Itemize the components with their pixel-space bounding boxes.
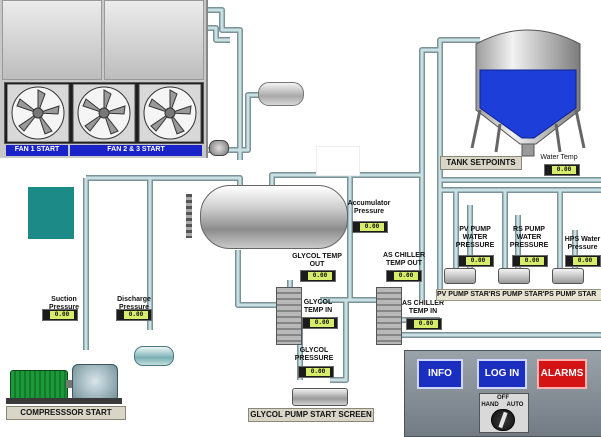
as-chiller-temp-in-value: 0.00 — [414, 320, 438, 328]
receiver-cylinder — [258, 82, 304, 106]
discharge-pressure-value: 0.00 — [124, 311, 148, 319]
pv-pump-pressure-readout: 0.00 — [458, 255, 494, 267]
glycol-pump-icon — [292, 388, 348, 406]
glycol-temp-out-value: 0.00 — [308, 272, 332, 280]
glycol-temp-out-label: GLYCOL TEMP OUT — [292, 253, 342, 268]
suction-pressure-readout: 0.00 — [42, 309, 78, 321]
water-temp-value: 0.00 — [552, 166, 576, 174]
compressor-base — [6, 398, 122, 404]
pv-pump-icon — [444, 268, 476, 284]
glycol-pump-start-screen-button[interactable]: GLYCOL PUMP START SCREEN — [248, 408, 374, 422]
rs-pump-pressure-value: 0.00 — [520, 257, 544, 265]
glycol-heat-exchanger — [276, 287, 302, 345]
water-temp-readout: 0.00 — [544, 164, 580, 176]
accumulator-vessel[interactable] — [200, 185, 348, 249]
fan-1-start-button[interactable]: FAN 1 START — [6, 145, 68, 156]
fan-2-3-start-button[interactable]: FAN 2 & 3 START — [70, 145, 202, 156]
glycol-pressure-label: GLYCOL PRESSURE — [294, 347, 334, 362]
hps-pump-icon — [552, 268, 584, 284]
as-chiller-temp-out-value: 0.00 — [394, 272, 418, 280]
hps-pump-pressure-value: 0.00 — [573, 257, 597, 265]
as-chiller-temp-out-label: AS CHILLER TEMP OUT — [383, 252, 425, 267]
switch-auto-label: AUTO — [506, 402, 524, 408]
hand-off-auto-selector[interactable] — [491, 409, 515, 431]
rs-pump-pressure-label: RS PUMP WATER PRESSURE — [509, 226, 549, 249]
suction-pressure-value: 0.00 — [50, 311, 74, 319]
fan-3-icon — [143, 86, 197, 140]
pump-start-strip[interactable]: PV PUMP STAR'RS PUMP STAR'PS PUMP STAR — [436, 289, 601, 301]
compressor-motor-icon — [10, 370, 68, 400]
water-tank-graphic — [470, 29, 586, 157]
pv-pump-pressure-label: PV PUMP WATER PRESSURE — [455, 226, 495, 249]
glycol-temp-in-value: 0.00 — [310, 319, 334, 327]
rs-pump-icon — [498, 268, 530, 284]
as-chiller-temp-in-label: AS CHILLER TEMP IN — [402, 300, 444, 315]
glycol-pressure-readout: 0.00 — [298, 366, 334, 378]
alarms-button[interactable]: ALARMS — [537, 359, 587, 389]
condenser-top-left-panel — [2, 0, 102, 80]
glycol-temp-in-readout: 0.00 — [302, 317, 338, 329]
glycol-temp-in-label: GLYCOL TEMP IN — [303, 299, 333, 314]
suction-pressure-label: Suction Pressure — [49, 296, 79, 311]
switch-hand-label: HAND — [481, 402, 499, 408]
tank-setpoints-button[interactable]: TANK SETPOINTS — [440, 156, 522, 170]
compressor-body-icon — [72, 364, 118, 402]
as-chiller-heat-exchanger — [376, 287, 402, 345]
glycol-pressure-value: 0.00 — [306, 368, 330, 376]
oil-separator-cylinder — [134, 346, 174, 366]
fan-motor-icon — [209, 140, 229, 156]
accumulator-flange — [186, 194, 192, 238]
info-button[interactable]: INFO — [417, 359, 463, 389]
discharge-pressure-readout: 0.00 — [116, 309, 152, 321]
accumulator-pressure-readout: 0.00 — [352, 221, 388, 233]
accumulator-pressure-label: Accumulator Pressure — [347, 200, 391, 215]
pv-pump-pressure-value: 0.00 — [466, 257, 490, 265]
condenser-unit: FAN 1 START FAN 2 & 3 START — [0, 0, 208, 158]
hps-pump-pressure-label: HPS Water Pressure — [564, 236, 601, 251]
control-panel: INFO LOG IN ALARMS OFF HAND AUTO — [404, 350, 601, 437]
condenser-top-right-panel — [104, 0, 204, 80]
discharge-pressure-label: Discharge Pressure — [117, 296, 151, 311]
blank-panel — [316, 146, 360, 176]
hps-pump-pressure-readout: 0.00 — [565, 255, 601, 267]
log-in-button[interactable]: LOG IN — [477, 359, 527, 389]
as-chiller-temp-in-readout: 0.00 — [406, 318, 442, 330]
as-chiller-temp-out-readout: 0.00 — [386, 270, 422, 282]
accumulator-pressure-value: 0.00 — [360, 223, 384, 231]
glycol-temp-out-readout: 0.00 — [300, 270, 336, 282]
water-temp-label: Water Temp — [540, 154, 578, 161]
switch-off-label: OFF — [497, 395, 509, 401]
compressor-shaft — [66, 380, 74, 388]
fan-graphics — [7, 84, 202, 142]
teal-indicator-block — [28, 187, 74, 239]
rs-pump-pressure-readout: 0.00 — [512, 255, 548, 267]
selector-knob-icon — [498, 411, 508, 429]
compressor-start-button[interactable]: COMPRESSSOR START — [6, 406, 126, 420]
fan-1-icon — [11, 86, 65, 140]
fan-2-icon — [77, 86, 131, 140]
